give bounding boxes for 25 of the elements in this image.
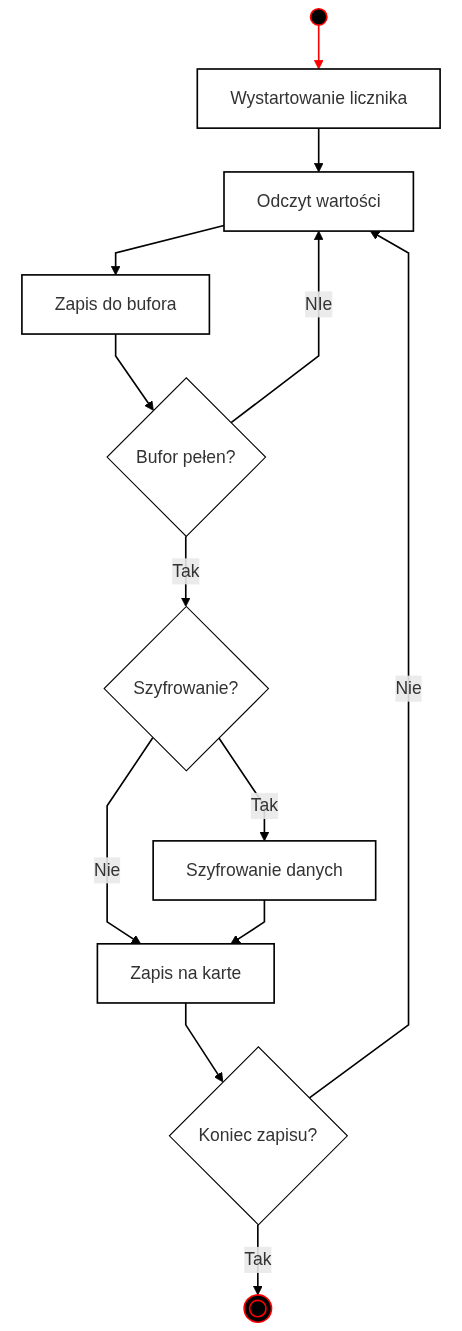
arrow <box>308 230 410 1099</box>
edge-label: Tak <box>250 795 279 815</box>
arrow <box>229 230 324 424</box>
node-circle <box>243 1294 273 1324</box>
node-diamond: Bufor pełen? <box>106 377 267 538</box>
node-box: Zapis na karte <box>96 943 275 1004</box>
edge-label: Tak <box>172 561 200 581</box>
node-box: Szyfrowanie danych <box>152 840 377 901</box>
arrow <box>313 127 324 173</box>
node-diamond: Szyfrowanie? <box>103 605 270 772</box>
edge-label: Tak <box>244 1249 272 1269</box>
node-circle <box>309 7 328 26</box>
node-diamond: Koniec zapisu? <box>168 1046 349 1226</box>
node-box: Zapis do bufora <box>21 274 211 335</box>
arrow <box>313 24 324 70</box>
arrow <box>230 899 266 945</box>
arrow <box>110 224 225 276</box>
arrow <box>106 736 154 945</box>
arrow <box>114 333 154 411</box>
edge-label: NIe <box>305 294 333 314</box>
edge-label: Nie <box>93 860 121 880</box>
edge-label: Nie <box>395 678 422 698</box>
arrow <box>184 1002 224 1083</box>
node-box: Wystartowanie licznika <box>196 68 441 129</box>
node-box: Odczyt wartości <box>223 171 415 232</box>
